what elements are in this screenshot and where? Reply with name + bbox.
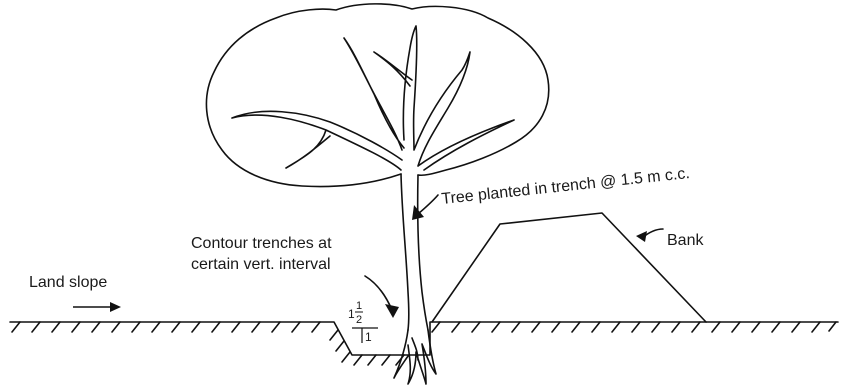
tree-crown <box>206 4 548 187</box>
tree-trunk <box>401 174 428 330</box>
land-slope-label: Land slope <box>29 274 107 291</box>
bank-label: Bank <box>667 232 704 249</box>
bank-outline <box>432 213 706 322</box>
contour-trench-label-line2: certain vert. interval <box>191 256 331 273</box>
slope-numerator: 1 <box>356 300 362 312</box>
tree-branches <box>232 26 514 170</box>
slope-run: 1 <box>365 330 372 344</box>
tree-roots <box>394 330 436 384</box>
tree-label: Tree planted in trench @ 1.5 m c.c. <box>441 165 691 208</box>
slope-whole: 1 <box>348 307 355 321</box>
land-slope-arrow <box>73 302 121 312</box>
contour-arrow <box>365 276 399 318</box>
slope-ratio-marker: 1 1 2 1 <box>348 300 378 344</box>
slope-denominator: 2 <box>356 314 362 326</box>
contour-trench-label-line1: Contour trenches at <box>191 235 332 252</box>
bank-label-arrow <box>636 229 663 242</box>
tree-label-arrow <box>412 195 438 220</box>
